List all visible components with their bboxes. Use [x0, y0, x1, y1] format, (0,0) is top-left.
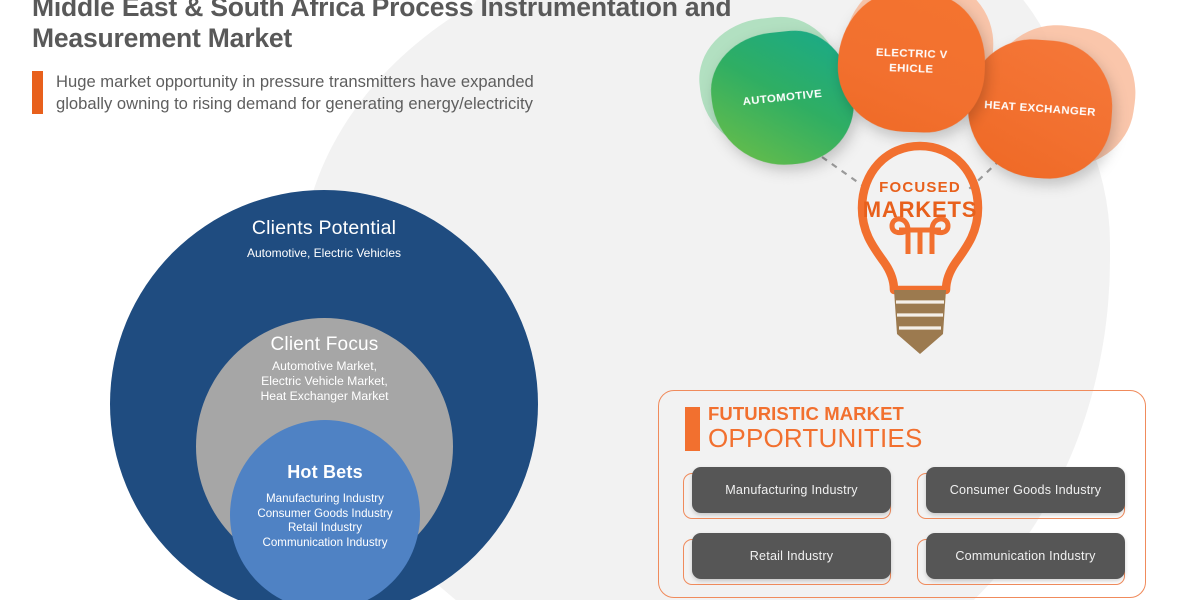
- page-title: Middle East & South Africa Process Instr…: [32, 0, 732, 53]
- subtitle-text: Huge market opportunity in pressure tran…: [56, 72, 534, 113]
- circle-title: Client Focus: [270, 334, 379, 355]
- circle-hot-bets: Hot Bets Manufacturing Industry Consumer…: [230, 420, 420, 600]
- card-label: Retail Industry: [749, 549, 834, 563]
- card-communication-industry[interactable]: Communication Industry: [926, 533, 1125, 579]
- header: Middle East & South Africa Process Instr…: [32, 0, 802, 114]
- bulb-label: FOCUSED MARKETS: [850, 180, 990, 221]
- panel-header: FUTURISTIC MARKET OPPORTUNITIES: [685, 403, 1145, 453]
- panel-titles: FUTURISTIC MARKET OPPORTUNITIES: [708, 403, 923, 453]
- bulb-label-line2: MARKETS: [862, 197, 978, 222]
- card-manufacturing-industry[interactable]: Manufacturing Industry: [692, 467, 891, 513]
- card-wrap: Manufacturing Industry: [683, 467, 891, 519]
- card-consumer-goods-industry[interactable]: Consumer Goods Industry: [926, 467, 1125, 513]
- card-label: Manufacturing Industry: [725, 483, 858, 497]
- lightbulb-icon: FOCUSED MARKETS: [850, 138, 990, 370]
- blob-label: ELECTRIC V EHICLE: [875, 46, 948, 76]
- circle-items: Automotive, Electric Vehicles: [246, 246, 402, 260]
- card-wrap: Retail Industry: [683, 533, 891, 585]
- card-retail-industry[interactable]: Retail Industry: [692, 533, 891, 579]
- circle-title: Clients Potential: [251, 217, 397, 239]
- opportunity-cards: Manufacturing Industry Consumer Goods In…: [683, 467, 1125, 585]
- subtitle-block: Huge market opportunity in pressure tran…: [32, 71, 802, 114]
- panel-accent-bar: [685, 407, 700, 451]
- card-label: Consumer Goods Industry: [949, 483, 1102, 497]
- blob-electric-vehicle[interactable]: ELECTRIC V EHICLE: [835, 0, 988, 135]
- card-label: Communication Industry: [955, 549, 1096, 563]
- card-wrap: Communication Industry: [917, 533, 1125, 585]
- panel-title-line1: FUTURISTIC MARKET: [708, 403, 904, 424]
- futuristic-opportunities-panel: FUTURISTIC MARKET OPPORTUNITIES Manufact…: [658, 390, 1146, 598]
- lightbulb-svg: [857, 141, 983, 354]
- circle-items: Manufacturing Industry Consumer Goods In…: [257, 492, 393, 549]
- circle-items: Automotive Market, Electric Vehicle Mark…: [260, 359, 389, 403]
- card-wrap: Consumer Goods Industry: [917, 467, 1125, 519]
- blob-label: HEAT EXCHANGER: [983, 98, 1097, 119]
- panel-title-line2: OPPORTUNITIES: [708, 422, 923, 453]
- subtitle-accent-bar: [32, 71, 43, 114]
- circle-title: Hot Bets: [287, 462, 363, 482]
- bulb-label-line1: FOCUSED: [879, 179, 961, 196]
